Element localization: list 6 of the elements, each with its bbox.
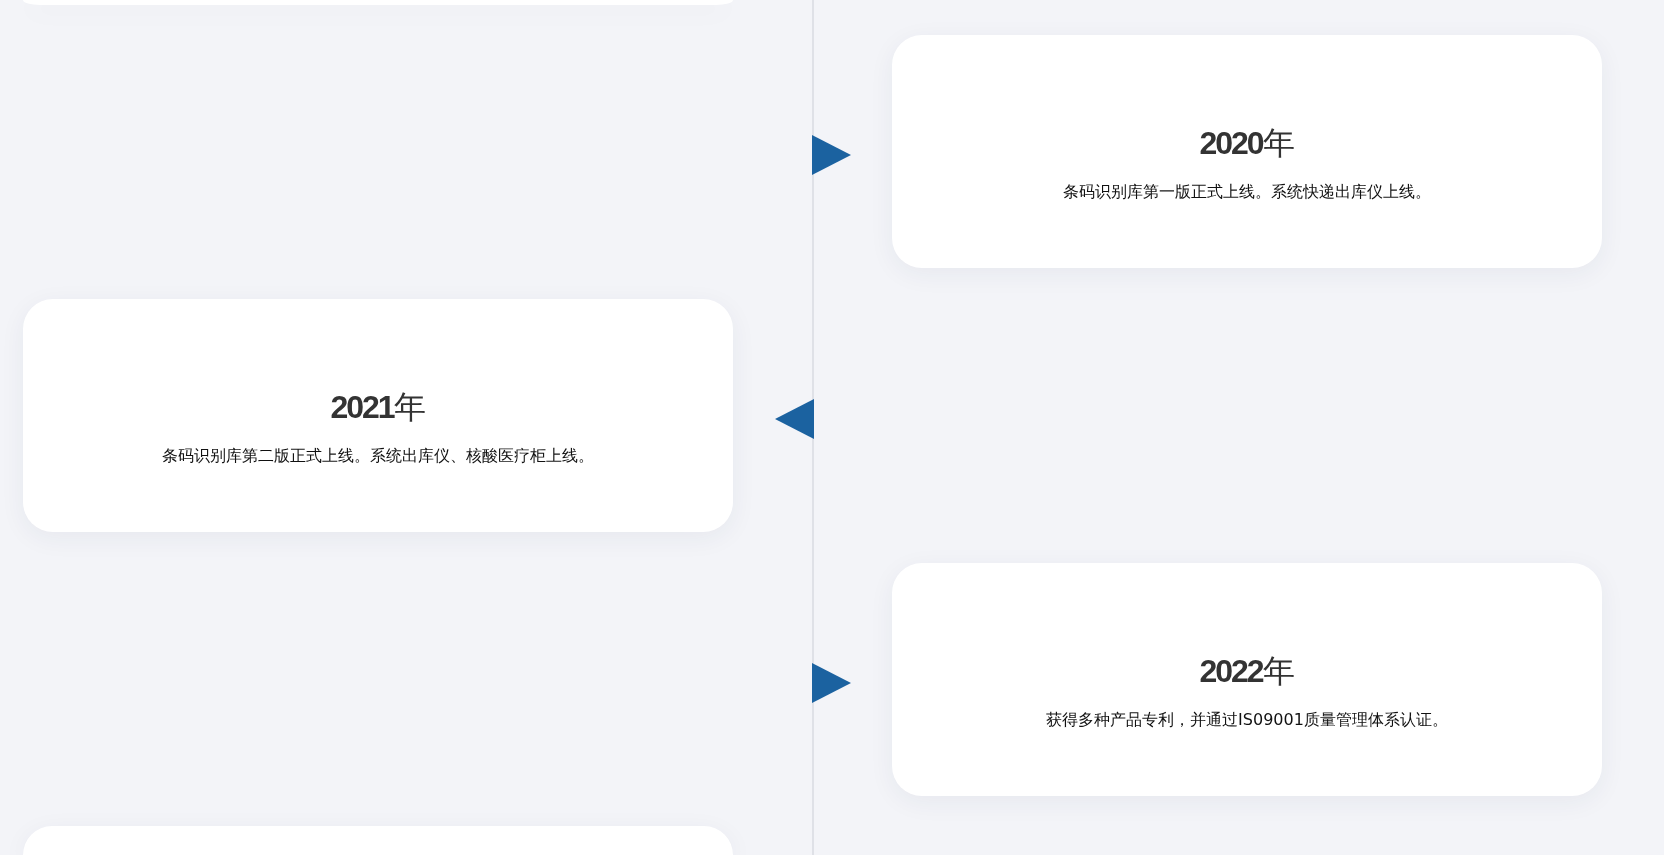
event-description: 获得多种产品专利，并通过IS09001质量管理体系认证。 (1046, 709, 1448, 731)
event-description: 条码识别库第一版正式上线。系统快递出库仪上线。 (1063, 181, 1431, 203)
year-heading: 2020年 (1199, 124, 1295, 162)
year-heading: 2021年 (330, 388, 426, 426)
event-description: 条码识别库第二版正式上线。系统出库仪、核酸医疗柜上线。 (162, 445, 594, 467)
year-heading: 2022年 (1199, 652, 1295, 690)
